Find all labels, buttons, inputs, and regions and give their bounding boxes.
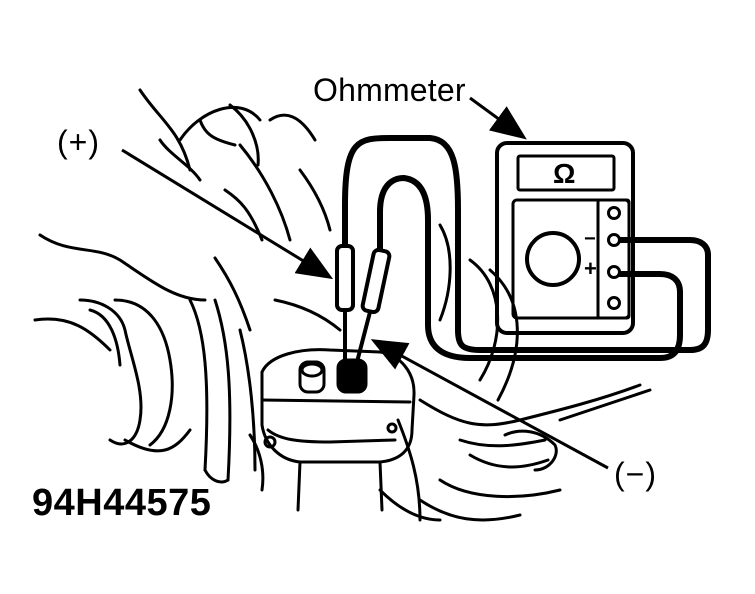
probe-negative [355, 175, 683, 363]
negative-probe-label: (−) [614, 456, 657, 492]
ohmmeter-device [495, 141, 635, 335]
probe-positive [335, 135, 711, 362]
ohmmeter-label: Ohmmeter [313, 72, 466, 108]
coil-body [260, 348, 416, 512]
figure-id: 94H44575 [32, 482, 212, 524]
leader-lines [121, 96, 609, 470]
positive-probe-label: (+) [57, 124, 100, 160]
terminal-positive-mark: + [584, 256, 597, 281]
ohm-symbol: Ω [553, 158, 576, 189]
terminal-negative-mark: − [584, 228, 596, 250]
